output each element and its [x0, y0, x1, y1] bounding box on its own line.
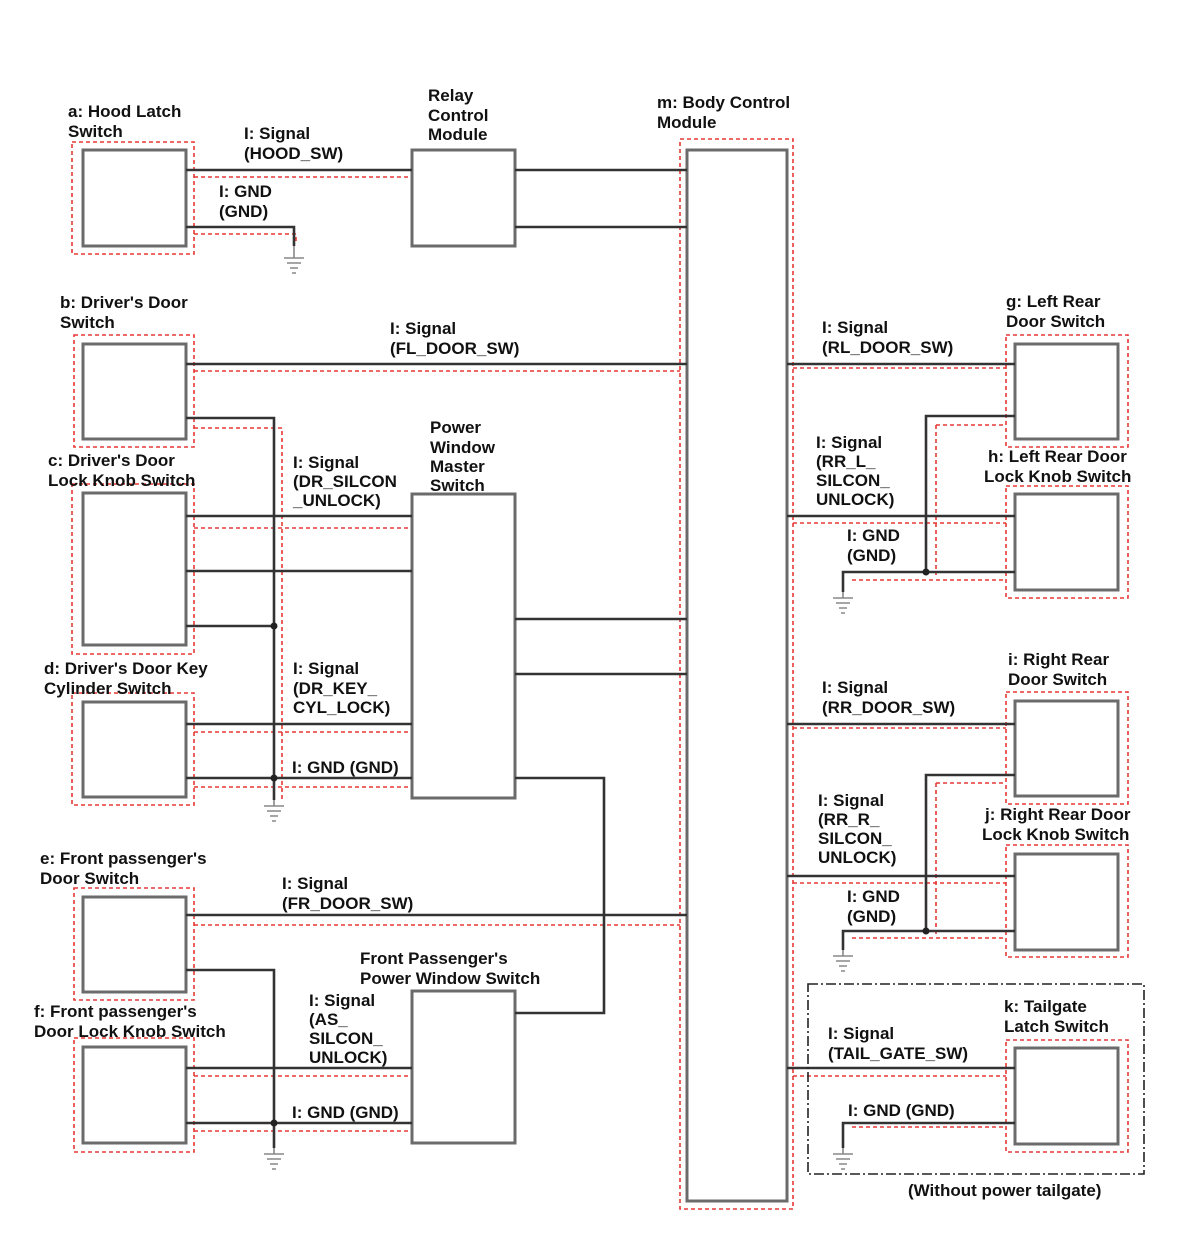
- front-passenger-power-window-switch-box: [410, 989, 517, 1145]
- hood-gnd-label: I: GND (GND): [219, 182, 277, 221]
- without-power-tailgate-note: (Without power tailgate): [908, 1181, 1101, 1200]
- drivers-door-key-cylinder-switch-box: [81, 700, 188, 799]
- right-rear-door-lock-knob-switch-box: [1013, 852, 1120, 952]
- dr-key-signal-label: I: Signal (DR_KEY_ CYL_LOCK): [293, 659, 390, 717]
- splice-dots: [270, 568, 930, 1127]
- left-rear-door-lock-knob-switch-box: [1013, 492, 1120, 592]
- tailgate-signal-label: I: Signal (TAIL_GATE_SW): [828, 1024, 968, 1063]
- rr-door-signal-label: I: Signal (RR_DOOR_SW): [822, 678, 955, 717]
- relay-control-module-label: Relay Control Module: [428, 86, 493, 144]
- hood-signal-label: I: Signal (HOOD_SW): [244, 124, 343, 163]
- fr-door-signal-label: I: Signal (FR_DOOR_SW): [282, 874, 413, 913]
- dr-silcon-signal-label: I: Signal (DR_SILCON _UNLOCK): [292, 453, 402, 510]
- front-passenger-power-window-switch-label: Front Passenger's Power Window Switch: [360, 949, 540, 988]
- ground-icon: [833, 950, 853, 972]
- left-rear-door-switch-label: g: Left Rear Door Switch: [1006, 292, 1105, 331]
- power-window-master-switch-label: Power Window Master Switch: [430, 418, 500, 495]
- component-boxes: [81, 148, 1120, 1203]
- right-rear-door-switch-box: [1013, 699, 1120, 798]
- right-rear-door-switch-label: i: Right Rear Door Switch: [1008, 650, 1114, 689]
- body-control-module-box: [685, 148, 789, 1203]
- ground-icon: [284, 246, 304, 274]
- body-control-module-label: m: Body Control Module: [657, 93, 795, 132]
- splice-dot: [270, 1119, 278, 1127]
- front-passenger-door-lock-knob-switch-box: [81, 1045, 188, 1145]
- drivers-door-key-cylinder-switch-label: d: Driver's Door Key Cylinder Switch: [44, 659, 212, 698]
- splice-dot: [270, 622, 278, 630]
- relay-control-module-box: [410, 148, 517, 248]
- splice-dot: [270, 774, 278, 782]
- hood-latch-switch-box: [81, 148, 188, 248]
- left-rear-door-lock-knob-switch-label: h: Left Rear Door Lock Knob Switch: [984, 447, 1132, 486]
- rr-gnd-label: I: GND (GND): [847, 887, 905, 926]
- ground-icon: [264, 1148, 284, 1170]
- left-rear-door-switch-box: [1013, 342, 1120, 441]
- hood-latch-switch-label: a: Hood Latch Switch: [68, 102, 186, 141]
- front-passenger-door-switch-label: e: Front passenger's Door Switch: [40, 849, 211, 888]
- front-passenger-door-switch-box: [81, 895, 188, 994]
- power-window-master-switch-box: [410, 492, 517, 800]
- tailgate-latch-switch-box: [1013, 1046, 1120, 1146]
- tailgate-latch-switch-label: k: Tailgate Latch Switch: [1004, 997, 1109, 1036]
- tailgate-gnd-label: I: GND (GND): [848, 1101, 955, 1120]
- right-rear-door-lock-knob-switch-label: j: Right Rear Door Lock Knob Switch: [982, 805, 1135, 844]
- as-gnd-label: I: GND (GND): [292, 1103, 399, 1122]
- without-power-tailgate-frame: [807, 983, 1145, 1175]
- labels: a: Hood Latch Switch b: Driver's Door Sw…: [34, 86, 1135, 1200]
- splice-dot: [922, 568, 930, 576]
- ground-icon: [833, 592, 853, 614]
- as-silcon-signal-label: I: Signal (AS_ SILCON_ UNLOCK): [309, 991, 387, 1067]
- rl-gnd-label: I: GND (GND): [847, 526, 905, 565]
- rr-l-silcon-signal-label: I: Signal (RR_L_ SILCON_ UNLOCK): [816, 433, 894, 509]
- drivers-door-lock-knob-switch-box: [81, 491, 188, 647]
- ground-icon: [264, 800, 284, 822]
- rr-r-silcon-signal-label: I: Signal (RR_R_ SILCON_ UNLOCK): [818, 791, 896, 867]
- ground-symbols: [264, 246, 853, 1170]
- dr-gnd-label: I: GND (GND): [292, 758, 399, 777]
- front-passenger-door-lock-knob-switch-label: f: Front passenger's Door Lock Knob Swit…: [34, 1002, 226, 1041]
- drivers-door-switch-box: [81, 342, 188, 441]
- drivers-door-lock-knob-switch-label: c: Driver's Door Lock Knob Switch: [48, 451, 195, 490]
- ground-icon: [833, 1148, 853, 1170]
- splice-dot: [922, 927, 930, 935]
- fl-door-signal-label: I: Signal (FL_DOOR_SW): [390, 319, 519, 358]
- wires: [186, 168, 1015, 1148]
- drivers-door-switch-label: b: Driver's Door Switch: [60, 293, 193, 332]
- rl-door-signal-label: I: Signal (RL_DOOR_SW): [822, 318, 953, 357]
